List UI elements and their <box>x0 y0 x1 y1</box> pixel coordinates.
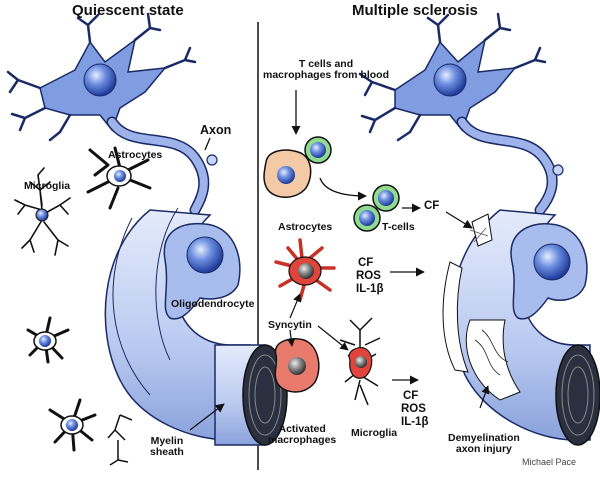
arrow-tcell <box>319 177 367 201</box>
microglia-right <box>339 317 381 406</box>
astrocyte-left-2 <box>26 316 70 364</box>
activated-line2: macrophages <box>268 434 337 447</box>
demyelination-label: Demyelination axon injury <box>448 432 520 456</box>
astrocyte-left <box>86 146 152 210</box>
syncytin-label: Syncytin <box>268 319 312 331</box>
demyelination-line1: Demyelination <box>448 432 520 444</box>
t-cell-3 <box>353 204 381 232</box>
microglia-left-2 <box>107 414 133 466</box>
tcells-macrophages-label: T cells and macrophages from blood <box>256 58 396 82</box>
demyelination-line2: axon injury <box>455 443 512 456</box>
microglia-left <box>14 167 71 256</box>
astrocyte-left-3 <box>48 398 97 452</box>
activated-macrophages-label: Activated macrophages <box>268 423 337 447</box>
oligodendrocyte-right <box>510 223 588 320</box>
myelin-sheath-line1: Myelin <box>150 435 184 447</box>
myelin-sheath-arrow <box>189 403 225 431</box>
arrow-demyelination <box>479 385 490 409</box>
ros-low-label: ROS <box>401 403 426 415</box>
il-low-label: IL-1β <box>401 416 429 428</box>
microglia-right-label: Microglia <box>351 427 398 439</box>
arrow-syncytin-astro <box>289 293 301 319</box>
tcells-label: T-cells <box>382 221 415 233</box>
oligodendrocyte-label: Oligodendrocyte <box>171 298 255 310</box>
activated-line1: Activated <box>278 423 326 435</box>
oligodendrocyte-left <box>163 222 241 320</box>
arrow-cf-axon <box>445 211 473 229</box>
activated-macrophage <box>274 338 320 393</box>
credit-label: Michael Pace <box>522 457 577 467</box>
tcells-macrophages-line1: T cells and <box>298 58 354 70</box>
right-panel-title: Multiple sclerosis <box>352 2 478 19</box>
arrow-syncytin-microglia <box>317 325 349 351</box>
left-panel-title: Quiescent state <box>72 2 184 19</box>
axon-arrow <box>204 137 211 151</box>
cf-mid-label: CF <box>358 257 374 269</box>
microglia-left-label: Microglia <box>24 180 71 192</box>
tcells-macrophages-line2: macrophages from blood <box>262 69 389 82</box>
cf-top-label: CF <box>424 200 440 212</box>
t-cell-2 <box>372 184 400 212</box>
neuron-right <box>358 12 564 216</box>
ros-mid-label: ROS <box>356 270 381 282</box>
cf-low-label: CF <box>403 390 419 402</box>
t-cell-1 <box>304 136 332 164</box>
myelin-sheath-line2: sheath <box>150 446 184 459</box>
arrow-syncytin-macro <box>286 329 296 347</box>
astrocytes-right-label: Astrocytes <box>278 221 333 233</box>
myelin-roll-right <box>555 344 600 446</box>
il-mid-label: IL-1β <box>356 283 384 295</box>
astrocytes-left-label: Astrocytes <box>108 149 163 161</box>
myelin-sheath-label: Myelin sheath <box>150 435 184 459</box>
activated-astrocyte-red <box>274 238 336 302</box>
axon-label: Axon <box>200 123 232 137</box>
neuron-left <box>6 12 218 216</box>
astrocyte-right <box>263 149 312 198</box>
